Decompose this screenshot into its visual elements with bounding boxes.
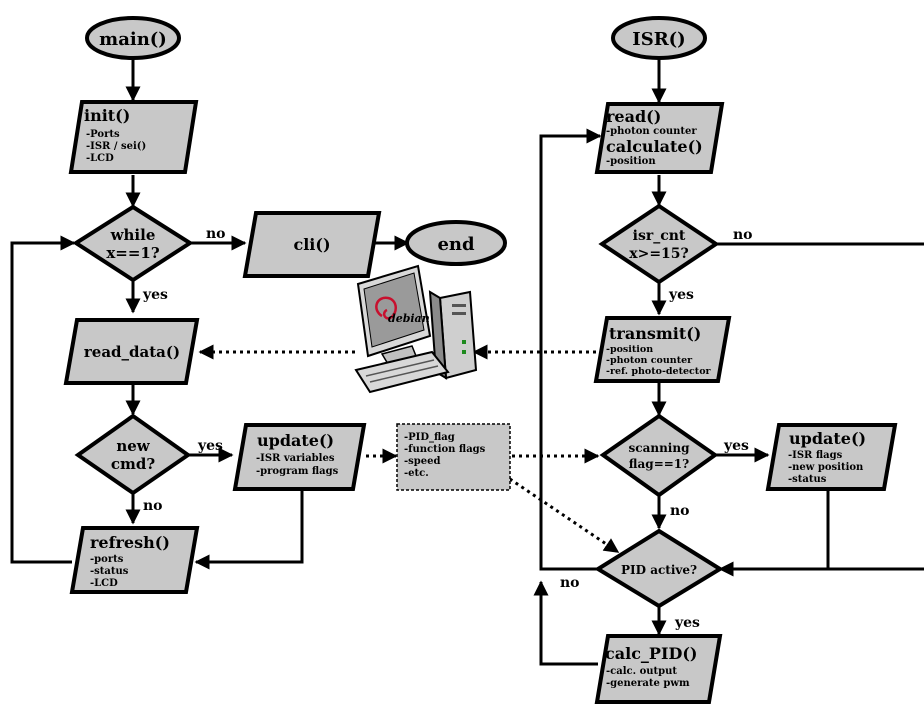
newcmd-line2: cmd?: [111, 455, 155, 473]
isr-update-item: -ISR flags: [788, 450, 843, 461]
calculate-item: -position: [606, 156, 656, 167]
refresh-item: -ports: [90, 554, 124, 565]
edge-label-no: no: [670, 503, 690, 519]
isrcnt-decision: isr_cnt x>=15?: [598, 203, 720, 285]
edge-update-to-pid: [718, 490, 830, 577]
calc-pid-title: calc_PID(): [605, 644, 697, 663]
init-node: init() -Ports -ISR / sei() -LCD: [68, 100, 199, 174]
main-edges: [10, 58, 410, 570]
refresh-node: refresh() -ports -status -LCD: [69, 526, 200, 594]
main-start-label: main(): [99, 29, 167, 50]
transmit-node: transmit() -position -photon counter -re…: [593, 316, 732, 383]
transmit-item: -photon counter: [606, 355, 693, 366]
main-update-item: -ISR variables: [256, 453, 335, 464]
transmit-title: transmit(): [609, 324, 701, 343]
refresh-item: -status: [90, 566, 129, 577]
calc-pid-node: calc_PID() -calc. output -generate pwm: [594, 634, 723, 704]
newcmd-line1: new: [116, 437, 150, 455]
transmit-item: -position: [606, 344, 653, 355]
pid-label: PID active?: [621, 563, 697, 577]
read-title: read(): [606, 107, 661, 126]
debian-computer-icon: debian: [354, 264, 478, 394]
edge-label-no: no: [206, 226, 226, 242]
calc-pid-item: -generate pwm: [606, 678, 690, 689]
main-update-node: update() -ISR variables -program flags: [232, 423, 367, 491]
shared-var-item: -etc.: [404, 468, 429, 479]
edge-refresh-loop: [10, 235, 76, 564]
isr-update-item: -new position: [788, 462, 864, 473]
cli-node: cli(): [242, 211, 382, 278]
scanning-line1: scanning: [629, 441, 691, 455]
isr-start-node: ISR(): [611, 16, 707, 60]
debian-label: debian: [388, 312, 430, 325]
init-item: -LCD: [86, 153, 114, 164]
calculate-title: calculate(): [606, 137, 703, 156]
edge-label-yes: yes: [197, 438, 223, 454]
edge-update-to-refresh: [194, 490, 304, 570]
edge-label-yes: yes: [142, 287, 168, 303]
edge-label-no: no: [733, 227, 753, 243]
refresh-item: -LCD: [90, 578, 118, 589]
isr-start-label: ISR(): [632, 29, 685, 50]
scanning-line2: flag==1?: [629, 457, 689, 471]
shared-var-item: -PID_flag: [404, 432, 455, 443]
read-calc-node: read() -photon counter calculate() -posi…: [594, 102, 725, 174]
isr-update-item: -status: [788, 474, 827, 485]
edge-label-no: no: [560, 575, 580, 591]
main-update-item: -program flags: [256, 466, 339, 477]
shared-vars-box: -PID_flag -function flags -speed -etc.: [396, 423, 511, 491]
debian-swirl-icon: [375, 296, 397, 320]
edge-pid-no-loop: [539, 128, 602, 571]
scanning-decision: scanning flag==1?: [599, 413, 719, 498]
while-line2: x==1?: [106, 244, 160, 262]
readdata-label: read_data(): [84, 343, 180, 361]
while-decision: while x==1?: [72, 204, 194, 283]
pid-decision: PID active?: [594, 528, 724, 609]
isr-update-title: update(): [789, 429, 866, 448]
isr-update-node: update() -ISR flags -new position -statu…: [765, 423, 898, 491]
edge-label-yes: yes: [674, 615, 700, 631]
main-update-title: update(): [257, 431, 334, 450]
transmit-item: -ref. photo-detector: [606, 366, 712, 377]
refresh-title: refresh(): [90, 533, 170, 552]
newcmd-decision: new cmd?: [74, 413, 192, 496]
edge-label-yes: yes: [668, 287, 694, 303]
cli-label: cli(): [293, 235, 330, 254]
data-flows: [198, 344, 620, 554]
end-node: end: [405, 220, 507, 266]
isrcnt-line2: x>=15?: [629, 246, 689, 262]
end-label: end: [437, 234, 475, 255]
edge-label-yes: yes: [723, 438, 749, 454]
edge-label-no: no: [143, 498, 163, 514]
calc-pid-item: -calc. output: [606, 666, 677, 677]
readdata-node: read_data(): [63, 318, 200, 385]
edge-calc-loop: [533, 580, 598, 666]
shared-var-item: -function flags: [404, 444, 486, 455]
isrcnt-line1: isr_cnt: [633, 228, 686, 244]
branch-labels: no yes yes no no yes yes no no yes: [142, 226, 753, 631]
shared-var-item: -speed: [404, 456, 441, 467]
main-start-node: main(): [85, 16, 181, 60]
while-line1: while: [110, 226, 156, 244]
init-item: -ISR / sei(): [86, 141, 146, 152]
flow-vars-to-pid: [503, 473, 620, 554]
init-title: init(): [84, 106, 130, 125]
isr-edges: [533, 58, 924, 666]
read-item: -photon counter: [606, 126, 697, 137]
init-item: -Ports: [86, 129, 120, 140]
